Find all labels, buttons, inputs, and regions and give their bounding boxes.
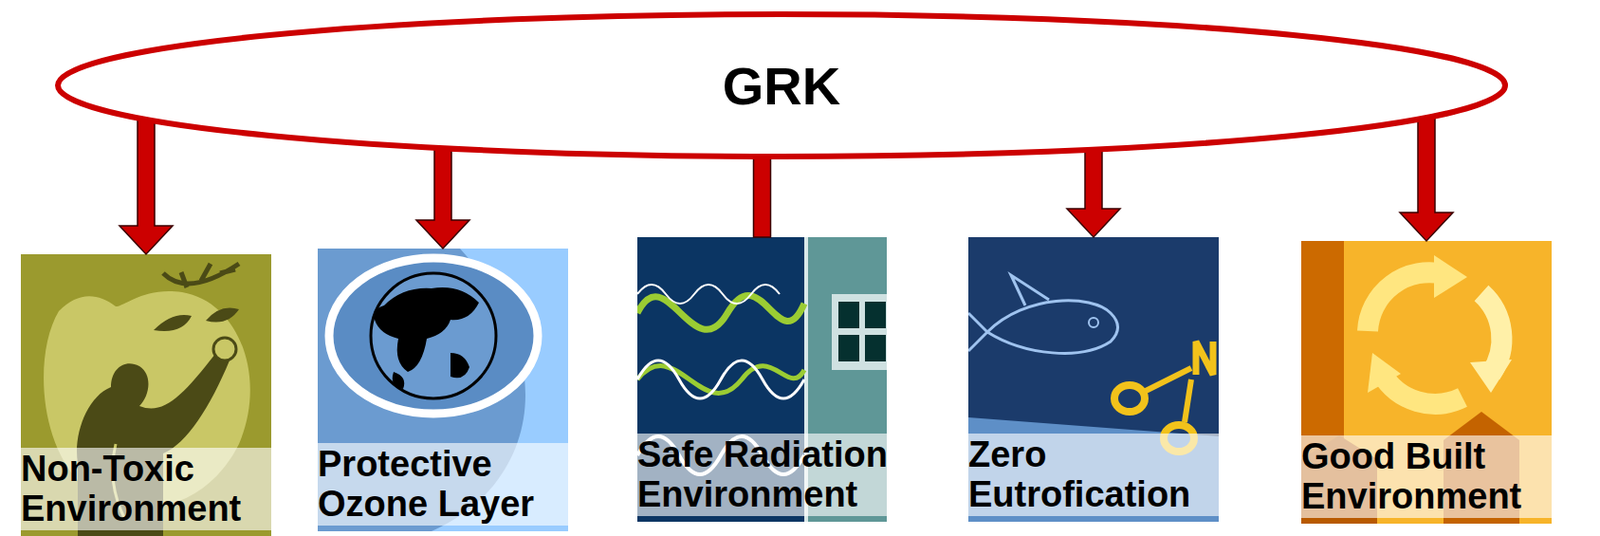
hub-ellipse: GRK	[55, 11, 1509, 160]
goal-label: Safe Radiation Environment	[631, 433, 897, 516]
goal-tile: Non-Toxic Environment	[20, 254, 281, 536]
goal-label: Good Built Environment	[1295, 435, 1562, 518]
goal-label: Zero Eutrofication	[962, 433, 1229, 516]
goal-label: Non-Toxic Environment	[15, 447, 281, 531]
goal-tile: Good Built Environment	[1301, 240, 1562, 524]
hub-label: GRK	[722, 55, 841, 117]
goal-tile: Zero Eutrofication	[968, 237, 1229, 522]
goal-tile: Safe Radiation Environment	[637, 237, 897, 522]
goal-label: Protective Ozone Layer	[312, 442, 578, 526]
goal-tile: Protective Ozone Layer	[317, 248, 578, 532]
